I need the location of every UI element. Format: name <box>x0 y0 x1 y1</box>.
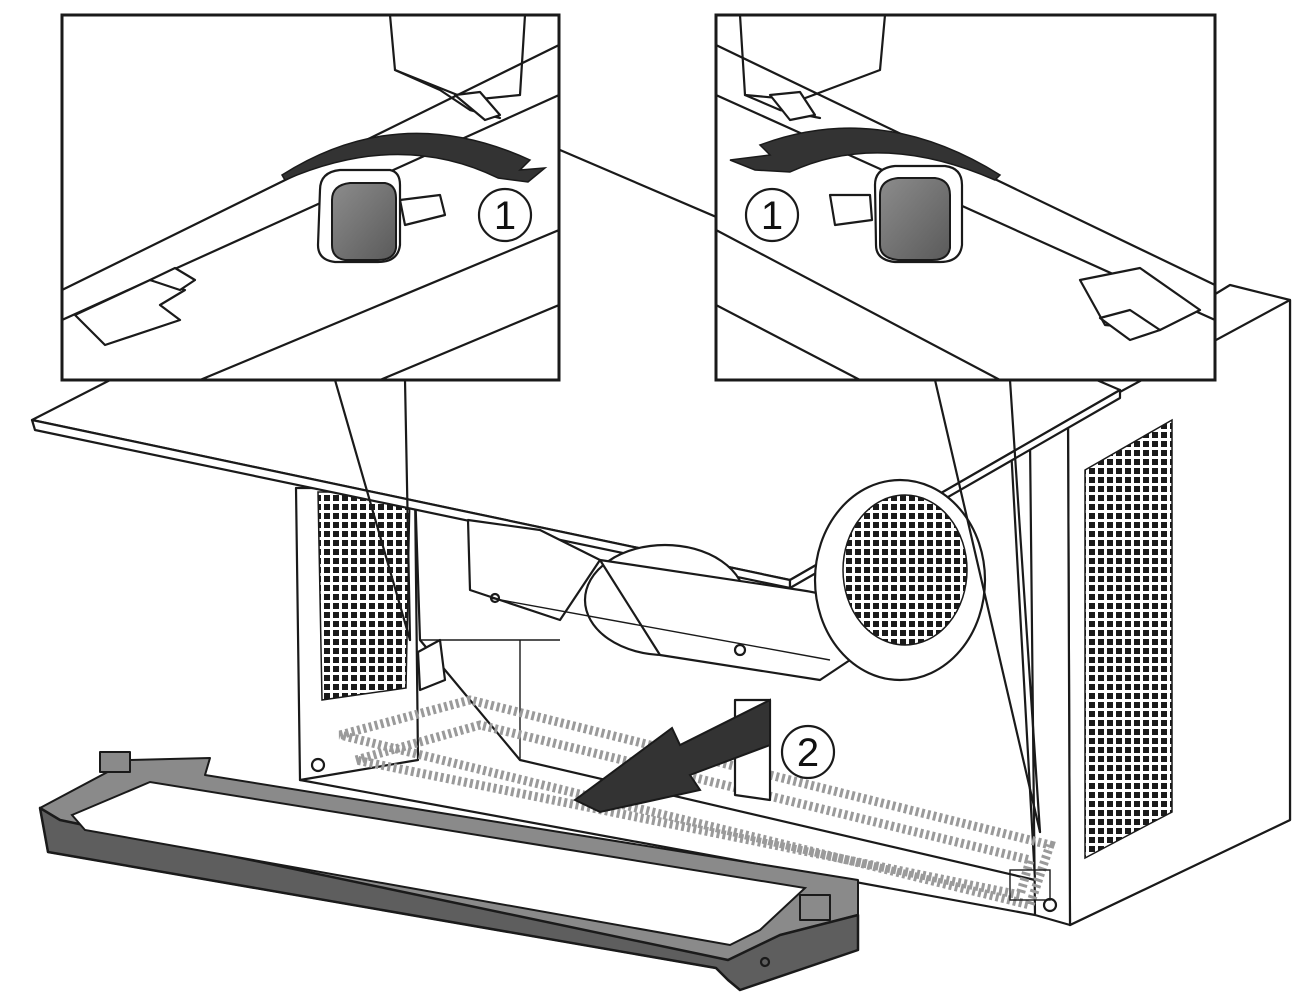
callout-connectors <box>333 378 1042 834</box>
filter-frame-removed <box>38 751 860 992</box>
callout-2: 2 <box>780 724 836 780</box>
callout-label-2: 2 <box>797 731 819 775</box>
callout-circle-1-left <box>477 187 533 243</box>
callout-circle-1-right <box>744 187 800 243</box>
rotate-arrow-left-icon <box>729 127 1002 181</box>
blower-motor <box>466 478 987 682</box>
filter-frame-installed-ghost <box>338 638 1056 911</box>
hood-unit <box>30 148 1292 927</box>
callout-circle-2 <box>780 724 836 780</box>
latch-knob-right-icon <box>879 177 951 261</box>
pull-out-arrow <box>573 698 772 814</box>
detail-inset-right: 1 <box>714 13 1217 382</box>
callout-label-1-right: 1 <box>761 194 783 238</box>
detail-inset-left: 1 <box>60 13 561 382</box>
latch-knob-left-icon <box>331 182 397 261</box>
rotate-arrow-right-icon <box>280 132 548 183</box>
callout-label-1-left: 1 <box>494 194 516 238</box>
arrow-2-icon <box>573 698 771 814</box>
right-vent-grille <box>1084 418 1173 860</box>
blower-fan <box>842 494 968 646</box>
